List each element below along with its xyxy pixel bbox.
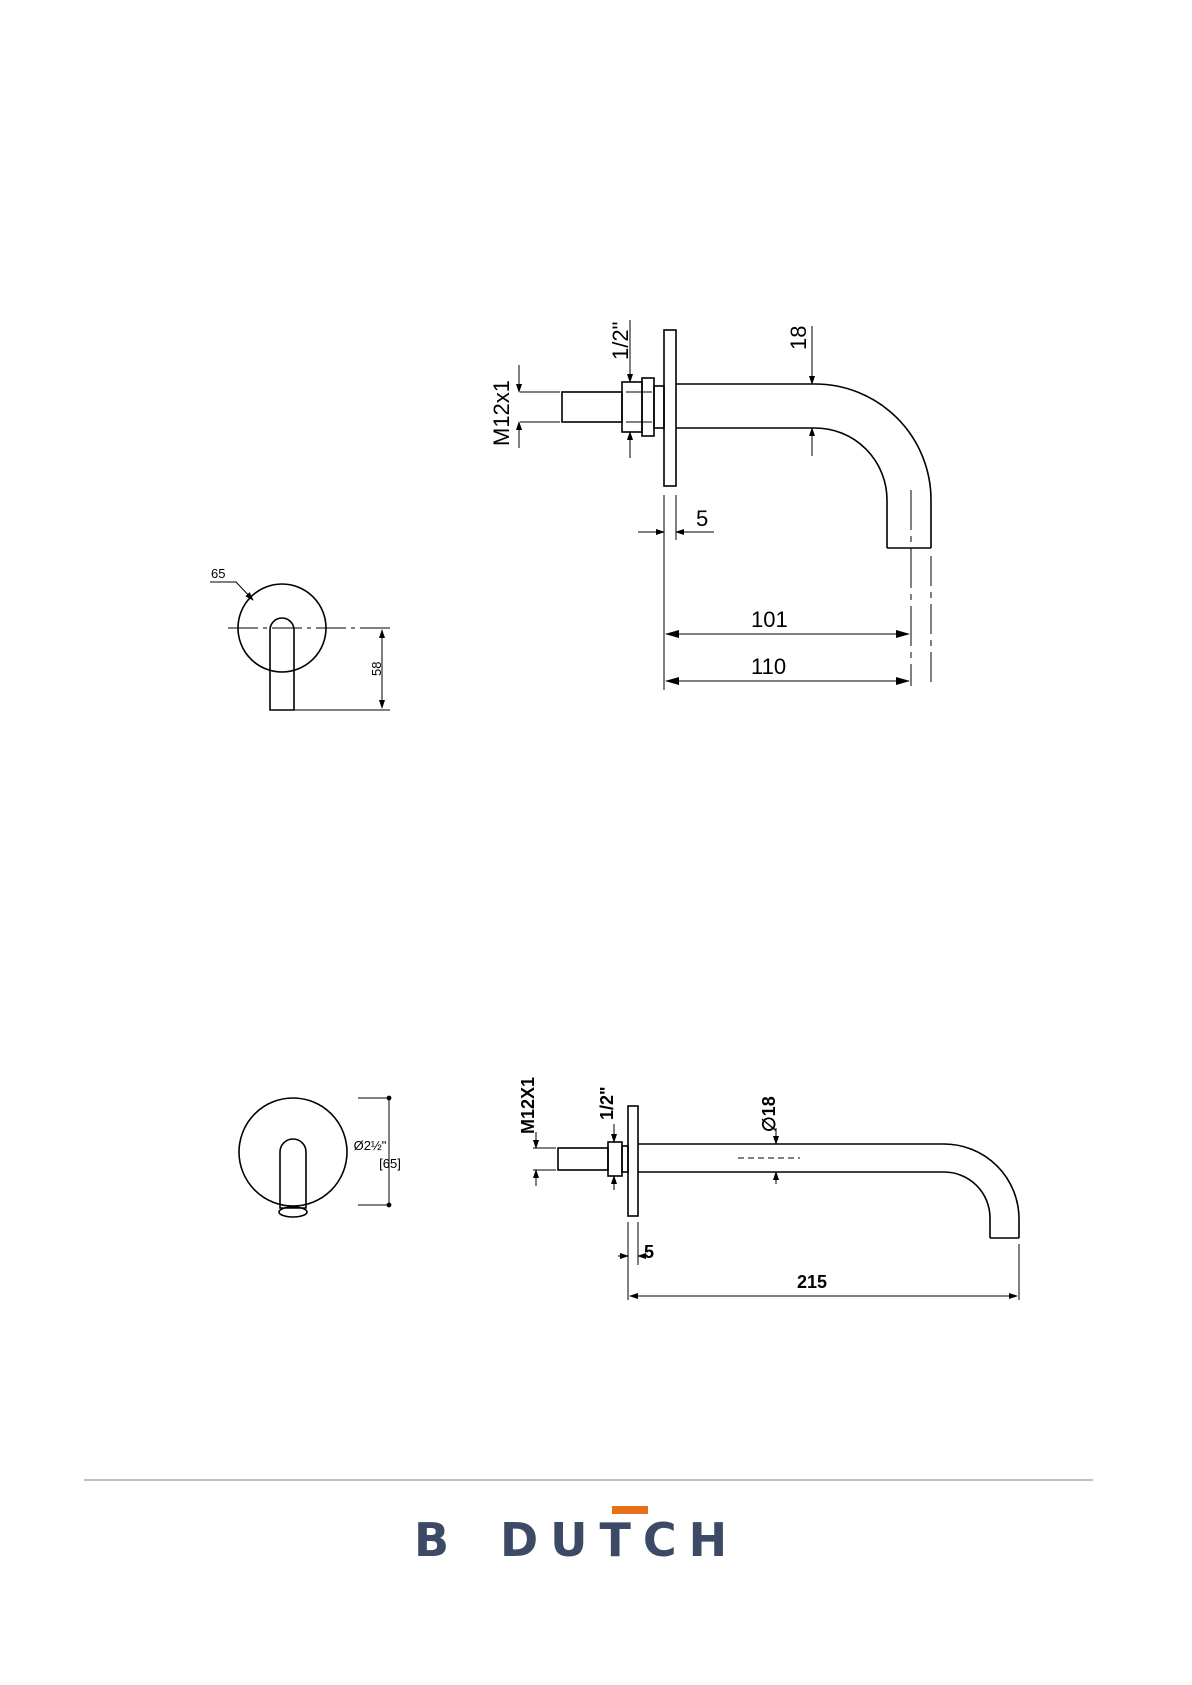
top-reach-inner-label: 101 xyxy=(751,607,788,632)
top-reach-outer-label: 110 xyxy=(751,654,786,679)
bottom-nut xyxy=(608,1142,622,1176)
top-pipe-label: 1/2" xyxy=(608,322,633,360)
bottom-spout-outer xyxy=(638,1144,1019,1238)
bottom-spout-front xyxy=(280,1139,306,1208)
top-rosette-label: 65 xyxy=(211,566,225,581)
bottom-threaded-stub xyxy=(558,1148,608,1170)
top-diameter-label: 18 xyxy=(786,326,811,350)
top-spout-front xyxy=(270,618,294,710)
bottom-rosette-mm: [65] xyxy=(379,1156,401,1171)
brand-logo: B DUTCH xyxy=(414,1506,739,1567)
top-wall-plate xyxy=(664,330,676,486)
top-spout-outer xyxy=(676,384,931,548)
bottom-rosette-label: Ø2½" xyxy=(354,1138,387,1153)
bottom-pipe-label: 1/2" xyxy=(597,1086,617,1120)
bottom-diameter-label: ∅18 xyxy=(759,1096,779,1132)
top-plate-label: 5 xyxy=(696,506,708,531)
bottom-thread-label: M12X1 xyxy=(518,1077,538,1134)
bottom-wall-plate xyxy=(628,1106,638,1216)
bottom-plate-label: 5 xyxy=(644,1242,654,1262)
top-front-view: 58 65 xyxy=(210,566,390,710)
bottom-rosette xyxy=(239,1098,347,1206)
top-nut xyxy=(622,382,642,432)
bottom-reach-label: 215 xyxy=(797,1272,827,1292)
brand-letter-b: B xyxy=(414,1513,449,1567)
top-thread-label: M12x1 xyxy=(489,380,514,446)
bottom-front-view: Ø2½" [65] xyxy=(239,1098,401,1217)
brand-word: DUTCH xyxy=(500,1513,739,1567)
footer: B DUTCH xyxy=(84,1480,1093,1567)
top-hex xyxy=(642,378,654,436)
bottom-spout-inner xyxy=(638,1172,990,1238)
top-threaded-stub xyxy=(562,392,622,422)
top-side-view: M12x1 1/2" 18 5 101 110 xyxy=(489,320,931,690)
brand-accent-bar xyxy=(612,1506,648,1514)
top-height-label: 58 xyxy=(369,662,384,676)
bottom-side-view: M12X1 1/2" ∅18 5 215 xyxy=(518,1077,1019,1300)
